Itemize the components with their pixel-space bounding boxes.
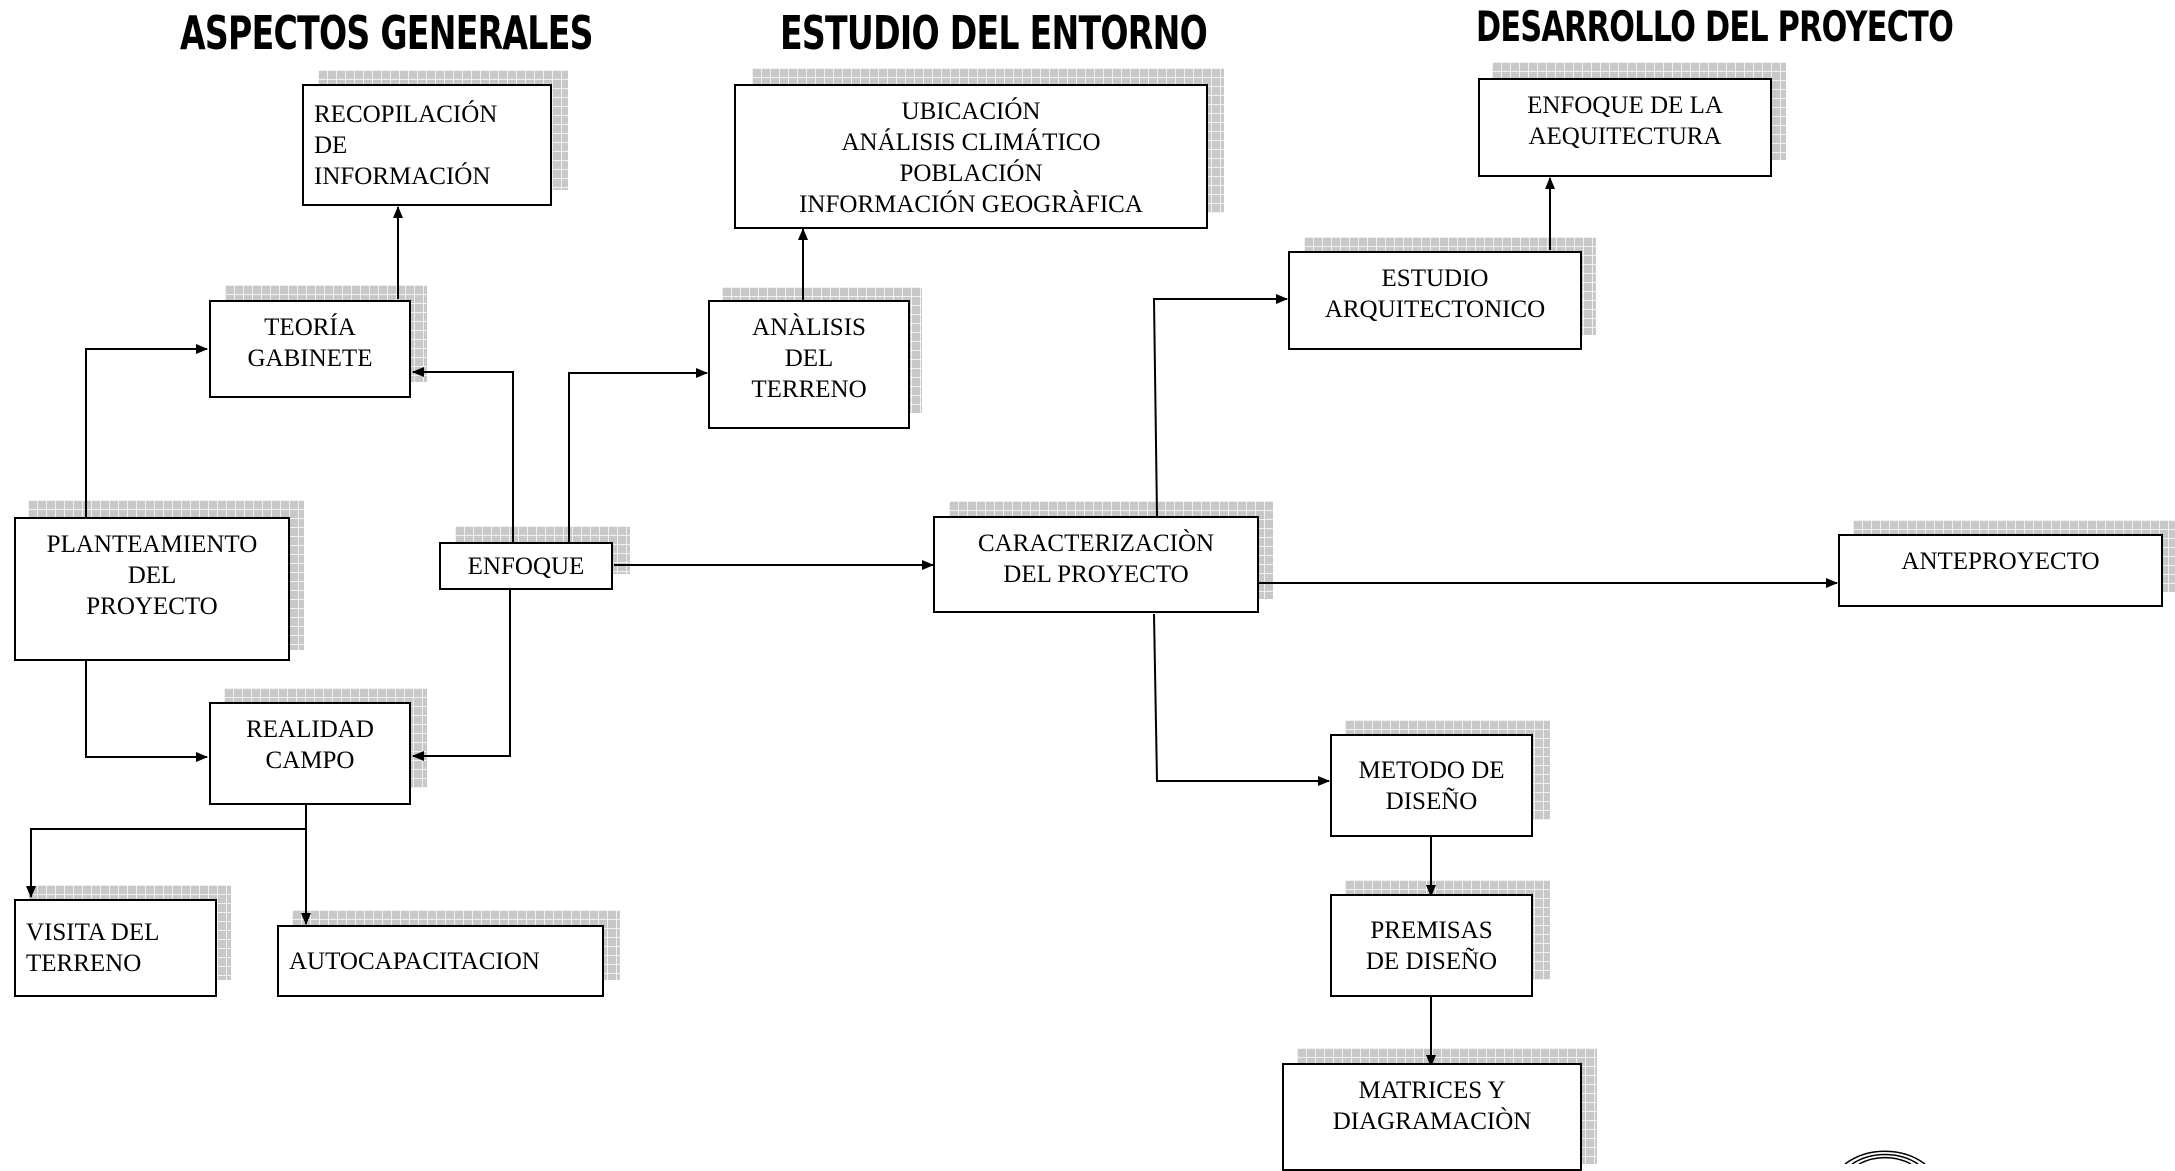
- connector-enfoque-realidad: [412, 590, 511, 761]
- box-matrices-diagramacion: MATRICES Y DIAGRAMACIÒN: [1282, 1063, 1582, 1171]
- heading-aspectos-generales: ASPECTOS GENERALES: [180, 6, 593, 60]
- box-anteproyecto: ANTEPROYECTO: [1838, 534, 2163, 607]
- box-planteamiento-label: PLANTEAMIENTO DEL PROYECTO: [46, 531, 258, 620]
- box-enfoque-label: ENFOQUE: [467, 552, 585, 580]
- connector-realidad-visita: [26, 805, 307, 898]
- box-teoria-gabinete: TEORÍA GABINETE: [209, 300, 411, 398]
- box-visita-terreno: VISITA DEL TERRENO: [14, 899, 217, 997]
- box-enfoque-arquitectura: ENFOQUE DE LA AEQUITECTURA: [1478, 78, 1772, 177]
- box-premisas-diseno-label: PREMISAS DE DISEÑO: [1365, 916, 1498, 975]
- heading-estudio-del-entorno: ESTUDIO DEL ENTORNO: [780, 6, 1208, 60]
- connector-enfoque-analisis: [568, 368, 708, 543]
- box-recopilacion-label: RECOPILACIÓN DE INFORMACIÓN: [314, 100, 498, 190]
- box-enfoque: ENFOQUE: [439, 542, 613, 590]
- box-analisis-terreno: ANÀLISIS DEL TERRENO: [708, 300, 910, 429]
- box-estudio-arquitectonico: ESTUDIO ARQUITECTONICO: [1288, 251, 1582, 350]
- box-visita-terreno-label: VISITA DEL TERRENO: [26, 919, 160, 977]
- box-caracterizacion: CARACTERIZACIÒN DEL PROYECTO: [933, 516, 1259, 613]
- box-anteproyecto-label: ANTEPROYECTO: [1901, 548, 2100, 575]
- corner-seal-icon: [1844, 1150, 1926, 1164]
- box-analisis-terreno-label: ANÀLISIS DEL TERRENO: [751, 314, 867, 403]
- connector-caracterizacion-estudio: [1152, 294, 1288, 517]
- box-caracterizacion-label: CARACTERIZACIÒN DEL PROYECTO: [977, 530, 1215, 588]
- box-ubicacion-label: UBICACIÓN ANÁLISIS CLIMÁTICO POBLACIÓN I…: [799, 98, 1143, 218]
- box-estudio-arquitectonico-label: ESTUDIO ARQUITECTONICO: [1324, 265, 1546, 323]
- connector-planteamiento-realidad: [85, 661, 208, 762]
- box-teoria-gabinete-label: TEORÍA GABINETE: [247, 314, 373, 372]
- box-realidad-campo: REALIDAD CAMPO: [209, 702, 411, 805]
- box-metodo-diseno-label: METODO DE DISEÑO: [1358, 756, 1505, 815]
- box-matrices-diagramacion-label: MATRICES Y DIAGRAMACIÒN: [1332, 1077, 1532, 1135]
- connector-enfoque-teoria: [412, 367, 514, 548]
- connector-planteamiento-teoria: [85, 344, 208, 517]
- connector-caracterizacion-metodo: [1153, 613, 1330, 786]
- box-planteamiento: PLANTEAMIENTO DEL PROYECTO: [14, 517, 290, 661]
- box-autocapacitacion-label: AUTOCAPACITACION: [289, 947, 540, 975]
- box-metodo-diseno: METODO DE DISEÑO: [1330, 734, 1533, 837]
- heading-desarrollo-del-proyecto: DESARROLLO DEL PROYECTO: [1476, 2, 1954, 51]
- box-ubicacion: UBICACIÓN ANÁLISIS CLIMÁTICO POBLACIÓN I…: [734, 84, 1208, 229]
- box-autocapacitacion: AUTOCAPACITACION: [277, 925, 604, 997]
- box-enfoque-arquitectura-label: ENFOQUE DE LA AEQUITECTURA: [1527, 92, 1723, 150]
- box-premisas-diseno: PREMISAS DE DISEÑO: [1330, 894, 1533, 997]
- box-realidad-campo-label: REALIDAD CAMPO: [246, 716, 374, 774]
- box-recopilacion: RECOPILACIÓN DE INFORMACIÓN: [302, 84, 552, 206]
